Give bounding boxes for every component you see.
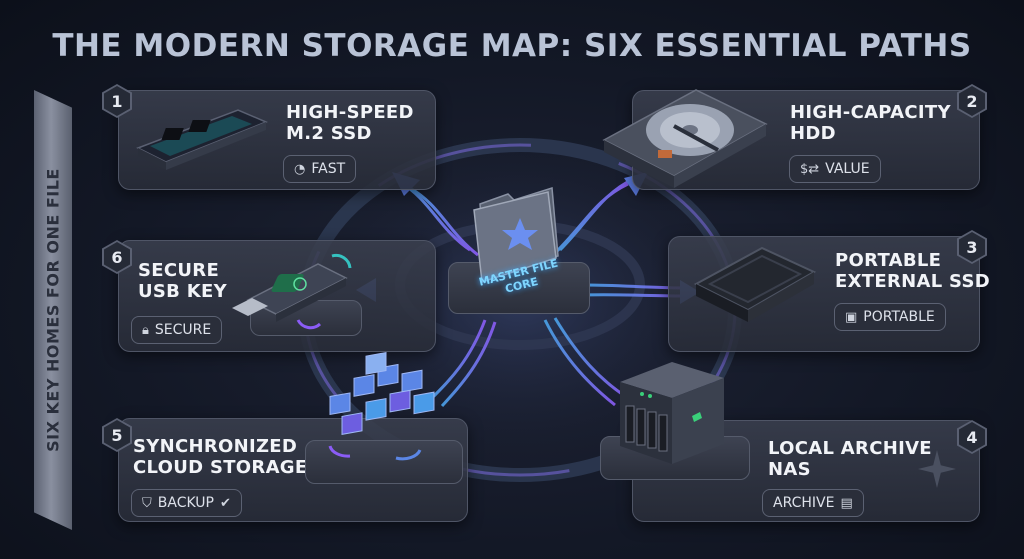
briefcase-icon: ▣ — [845, 309, 858, 325]
nas-icon — [620, 362, 724, 464]
badge-portable: ▣ PORTABLE — [834, 303, 946, 331]
flow-path-1b — [409, 186, 479, 257]
speedometer-icon: ◔ — [294, 161, 306, 177]
badge-secure: 🔒︎ SECURE — [131, 316, 223, 344]
usb-key-icon — [232, 253, 352, 330]
flow-path-4b — [553, 317, 629, 400]
folder-icon — [473, 187, 559, 283]
badge-value: $⇄ VALUE — [789, 155, 881, 183]
path-number-4: 4 — [957, 420, 987, 454]
side-ribbon-text: SIX KEY HOMES FOR ONE FILE — [43, 168, 63, 452]
m2-ssd-icon — [136, 109, 268, 170]
page-title: THE MODERN STORAGE MAP: SIX ESSENTIAL PA… — [52, 28, 972, 64]
badge-archive: ARCHIVE ▤ — [762, 489, 864, 517]
cloud-platform — [305, 440, 463, 484]
flow-path-2b — [550, 182, 629, 258]
badge-backup: ⛉ BACKUP ✔ — [131, 489, 242, 517]
hdd-icon — [602, 89, 768, 188]
path-number-5: 5 — [102, 418, 132, 452]
shield-icon: ⛉ — [142, 495, 152, 511]
path-number-6: 6 — [102, 240, 132, 274]
money-bag-icon: $⇄ — [800, 161, 820, 177]
external-ssd-icon — [693, 246, 817, 322]
path-number-2: 2 — [957, 84, 987, 118]
flow-path-4 — [543, 319, 616, 407]
cloud-icon — [328, 352, 435, 461]
side-ribbon — [34, 90, 72, 530]
lock-icon: 🔒︎ — [142, 322, 149, 338]
flow-path-5 — [428, 319, 487, 402]
shield-check-icon: ✔ — [219, 495, 231, 511]
archive-box-icon: ▤ — [840, 495, 853, 511]
flow-path-5b — [440, 321, 497, 408]
badge-fast: ◔ FAST — [283, 155, 357, 183]
